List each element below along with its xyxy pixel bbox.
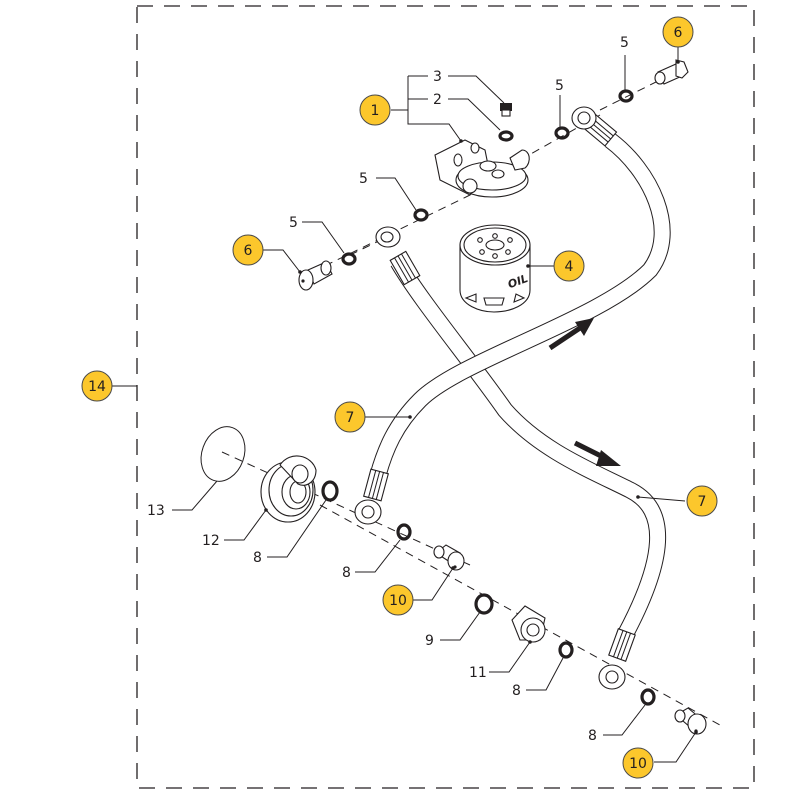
callout-10-mid[interactable]: 10 [382, 584, 414, 616]
leader-dots [264, 60, 698, 734]
oil-filter: OIL [459, 224, 531, 313]
leader-lines [112, 42, 697, 763]
callout-6-top[interactable]: 6 [662, 16, 694, 48]
svg-text:14: 14 [88, 379, 106, 395]
label-13: 13 [147, 503, 165, 519]
seal-ring-8-b [396, 523, 412, 541]
svg-text:7: 7 [698, 494, 707, 510]
label-12: 12 [202, 533, 220, 549]
label-8-b: 8 [342, 565, 351, 581]
banjo-bolt-10-bottom [674, 707, 707, 735]
seal-ring-9 [474, 593, 494, 615]
label-8-c: 8 [512, 683, 521, 699]
flow-arrow-up-icon [548, 318, 594, 351]
adapter-nut-11 [511, 605, 546, 643]
washer-part-2 [498, 130, 514, 142]
kit-boundary [136, 5, 755, 789]
flow-arrow-down-icon [573, 440, 621, 466]
seal-ring-8-a [321, 480, 339, 502]
seal-ring-5-c [413, 208, 429, 222]
callout-4[interactable]: 4 [553, 250, 585, 282]
label-9: 9 [425, 633, 434, 649]
label-5-top: 5 [555, 78, 564, 94]
label-2: 2 [433, 92, 442, 108]
label-5-mid: 5 [359, 171, 368, 187]
callout-1[interactable]: 1 [359, 94, 391, 126]
oil-filter-head [434, 139, 530, 198]
seal-ring-8-d [640, 688, 656, 706]
oil-hose-b [354, 106, 671, 525]
plug-part-3 [500, 103, 512, 117]
svg-text:4: 4 [565, 259, 574, 275]
seal-ring-5-b [618, 89, 634, 103]
seal-ring-5-a [554, 126, 570, 140]
callout-7-left[interactable]: 7 [334, 401, 366, 433]
oil-cooler-adapter [260, 455, 317, 523]
label-5-left: 5 [289, 215, 298, 231]
svg-text:6: 6 [244, 243, 253, 259]
label-3: 3 [433, 69, 442, 85]
label-8-d: 8 [588, 728, 597, 744]
svg-text:10: 10 [629, 756, 647, 772]
svg-text:10: 10 [389, 593, 407, 609]
label-8-a: 8 [253, 550, 262, 566]
seal-ring-8-c [558, 641, 574, 659]
callout-6-left[interactable]: 6 [232, 234, 264, 266]
svg-text:1: 1 [371, 103, 380, 119]
label-11: 11 [469, 665, 487, 681]
svg-text:6: 6 [674, 25, 683, 41]
label-5-topright: 5 [620, 35, 629, 51]
svg-text:7: 7 [346, 410, 355, 426]
oil-hose-a [375, 226, 666, 690]
callout-14[interactable]: 14 [81, 370, 113, 402]
callout-10-bottom[interactable]: 10 [622, 747, 654, 779]
banjo-bolt-10-mid [433, 544, 465, 571]
banjo-bolt-6-top [654, 59, 689, 85]
seal-ring-5-d [341, 252, 357, 266]
o-ring-13 [200, 426, 246, 482]
callout-7-right[interactable]: 7 [686, 485, 718, 517]
banjo-bolt-6-left [298, 260, 333, 291]
